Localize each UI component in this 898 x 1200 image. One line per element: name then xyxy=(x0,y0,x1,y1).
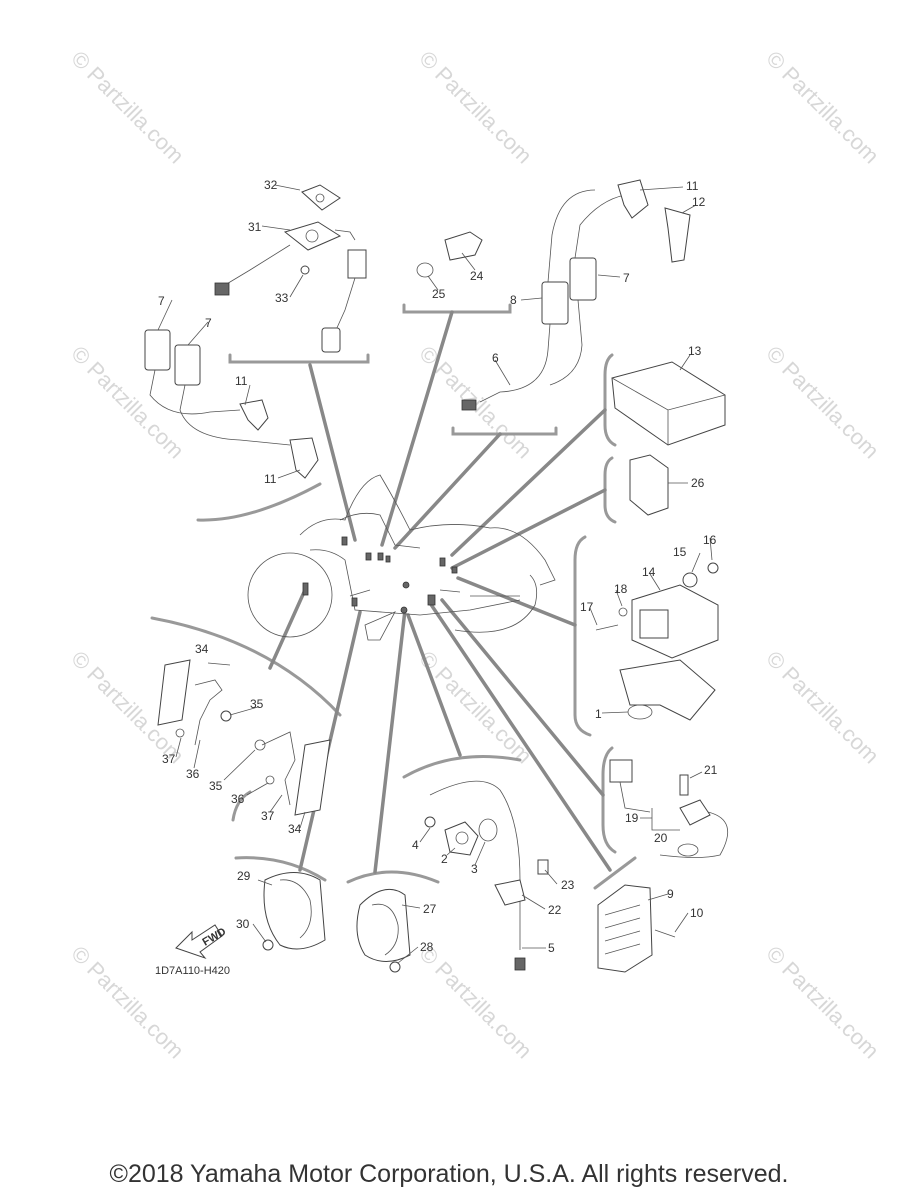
callout-number: 34 xyxy=(195,642,209,656)
callout-number: 32 xyxy=(264,178,278,192)
relay-26 xyxy=(629,454,669,516)
callout-number: 31 xyxy=(248,220,262,234)
callout-number: 5 xyxy=(548,941,555,955)
sensor-24 xyxy=(416,231,483,278)
callout-number: 20 xyxy=(654,831,668,845)
watermark-text: © Partzilla.com xyxy=(761,646,884,769)
callout-number: 16 xyxy=(703,533,717,547)
watermark-text: © Partzilla.com xyxy=(761,341,884,464)
callout-number: 7 xyxy=(205,316,212,330)
callout-number: 19 xyxy=(625,811,639,825)
callout-number: 26 xyxy=(691,476,705,490)
callout-number: 2 xyxy=(441,852,448,866)
left-ignition-coils xyxy=(144,329,319,479)
callout-number: 9 xyxy=(667,887,674,901)
callout-number: 37 xyxy=(261,809,275,823)
callout-number: 17 xyxy=(580,600,594,614)
horn-27 xyxy=(356,888,411,973)
callout-number: 18 xyxy=(614,582,628,596)
ecu-13 xyxy=(611,361,726,446)
callout-number: 10 xyxy=(690,906,704,920)
callout-number: 35 xyxy=(209,779,223,793)
reflector-assembly xyxy=(157,659,331,816)
callout-number: 23 xyxy=(561,878,575,892)
callout-number: 11 xyxy=(264,472,277,486)
drawing-code: 1D7A110-H420 xyxy=(155,965,230,977)
callout-number: 6 xyxy=(492,351,499,365)
callout-number: 7 xyxy=(623,271,630,285)
sensor-19-21 xyxy=(609,759,729,858)
callout-number: 34 xyxy=(288,822,302,836)
callout-number: 24 xyxy=(470,269,484,283)
rectifier-regulator-9 xyxy=(597,884,676,973)
copyright-notice: ©2018 Yamaha Motor Corporation, U.S.A. A… xyxy=(109,1160,789,1188)
callout-number: 13 xyxy=(688,344,702,358)
callout-number: 36 xyxy=(231,792,245,806)
fwd-label: FWD xyxy=(201,926,229,949)
fuel-sender-assembly xyxy=(214,184,367,353)
callout-number: 8 xyxy=(510,293,517,307)
watermark-text: © Partzilla.com xyxy=(66,941,189,1064)
right-ignition-coils xyxy=(461,179,691,411)
callout-number: 35 xyxy=(250,697,264,711)
callout-number: 7 xyxy=(158,294,165,308)
callout-number: 28 xyxy=(420,940,434,954)
callout-number: 36 xyxy=(186,767,200,781)
callout-number: 11 xyxy=(686,179,699,193)
callout-number: 29 xyxy=(237,869,251,883)
callout-number: 14 xyxy=(642,565,656,579)
watermark-text: © Partzilla.com xyxy=(66,341,189,464)
fwd-arrow-icon: FWD xyxy=(175,924,229,960)
callout-number: 11 xyxy=(235,374,248,388)
callout-number: 27 xyxy=(423,902,437,916)
horn-29 xyxy=(262,872,326,951)
watermark-text: © Partzilla.com xyxy=(414,646,537,769)
callout-number: 33 xyxy=(275,291,289,305)
callout-number: 3 xyxy=(471,862,478,876)
motorcycle-outline xyxy=(247,474,556,641)
sensor-2 xyxy=(424,780,549,971)
callout-number: 25 xyxy=(432,287,446,301)
group-brackets xyxy=(150,303,637,890)
callout-leaders xyxy=(157,184,713,964)
callout-number: 15 xyxy=(673,545,687,559)
callout-number: 37 xyxy=(162,752,176,766)
callout-number: 12 xyxy=(692,195,706,209)
watermark-text: © Partzilla.com xyxy=(414,46,537,169)
callout-number: 1 xyxy=(595,707,602,721)
callout-number: 4 xyxy=(412,838,419,852)
starter-relay-assembly xyxy=(595,562,719,721)
callout-number: 22 xyxy=(548,903,562,917)
watermark-text: © Partzilla.com xyxy=(761,941,884,1064)
callout-number: 30 xyxy=(236,917,250,931)
callout-number: 21 xyxy=(704,763,718,777)
watermark-text: © Partzilla.com xyxy=(66,46,189,169)
watermark-text: © Partzilla.com xyxy=(761,46,884,169)
